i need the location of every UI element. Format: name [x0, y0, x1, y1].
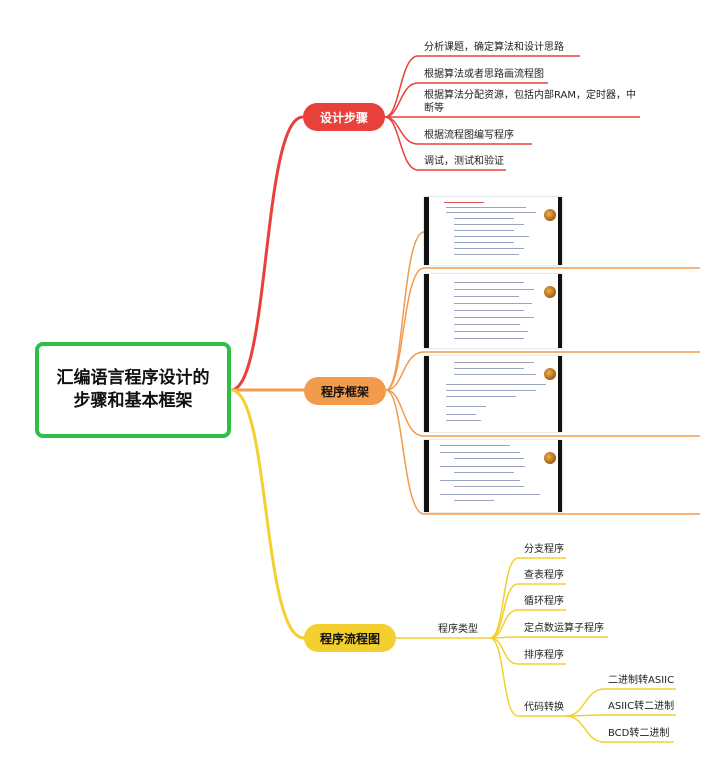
link-conv-3: [565, 715, 674, 743]
code-screenshot-4[interactable]: [424, 440, 562, 512]
branch-design-steps[interactable]: 设计步骤: [303, 103, 385, 131]
code-screenshot-2[interactable]: [424, 274, 562, 348]
program-types-node[interactable]: 程序类型: [438, 624, 478, 635]
link-conv-1: [565, 688, 676, 717]
link-root-flow: [230, 388, 305, 640]
link-frame-1: [385, 231, 425, 391]
link-sub-2: [489, 583, 566, 639]
link-frame-4: [385, 389, 700, 437]
design-step-1[interactable]: 分析课题，确定算法和设计思路: [424, 42, 564, 53]
type-loop-program[interactable]: 循环程序: [524, 596, 564, 607]
type-fixed-point-subroutine[interactable]: 定点数运算子程序: [524, 623, 604, 634]
avatar-icon: [544, 209, 556, 221]
avatar-icon: [544, 452, 556, 464]
link-frame-3: [385, 351, 700, 391]
link-frame-2: [385, 267, 700, 391]
branch-flowchart[interactable]: 程序流程图: [304, 624, 396, 652]
branch-frame-label: 程序框架: [320, 384, 369, 399]
avatar-icon: [544, 368, 556, 380]
type-code-conversion[interactable]: 代码转换: [524, 702, 564, 713]
link-design-5: [384, 116, 506, 171]
link-conv-2: [565, 714, 676, 717]
link-design-2: [384, 82, 548, 118]
type-sort-program[interactable]: 排序程序: [524, 650, 564, 661]
link-sub-6: [489, 637, 566, 717]
design-step-3[interactable]: 根据算法分配资源，包括内部RAM，定时器，中断等: [424, 90, 637, 114]
link-sub-3: [489, 609, 566, 639]
code-screenshot-1[interactable]: [424, 197, 562, 265]
avatar-icon: [544, 286, 556, 298]
design-step-4[interactable]: 根据流程图编写程序: [424, 130, 514, 141]
convert-bcd-to-bin[interactable]: BCD转二进制: [608, 728, 670, 739]
type-branch-program[interactable]: 分支程序: [524, 544, 564, 555]
root-title: 汇编语言程序设计的步骤和基本框架: [56, 368, 210, 411]
root-node[interactable]: 汇编语言程序设计的步骤和基本框架: [35, 342, 231, 438]
design-step-5[interactable]: 调试，测试和验证: [424, 156, 504, 167]
link-design-1: [384, 55, 580, 118]
type-lookup-program[interactable]: 查表程序: [524, 570, 564, 581]
link-sub-1: [489, 557, 566, 639]
design-step-2[interactable]: 根据算法或者思路画流程图: [424, 69, 544, 80]
convert-ascii-to-bin[interactable]: ASIIC转二进制: [608, 701, 675, 712]
branch-flow-label: 程序流程图: [319, 631, 380, 646]
link-root-design: [230, 115, 304, 392]
link-frame-5: [385, 389, 700, 515]
convert-bin-to-ascii[interactable]: 二进制转ASIIC: [608, 675, 675, 686]
code-screenshot-3[interactable]: [424, 356, 562, 432]
link-sub-4: [489, 636, 608, 639]
branch-design-label: 设计步骤: [319, 110, 368, 125]
branch-program-frame[interactable]: 程序框架: [304, 377, 386, 405]
link-sub-5: [489, 637, 566, 665]
